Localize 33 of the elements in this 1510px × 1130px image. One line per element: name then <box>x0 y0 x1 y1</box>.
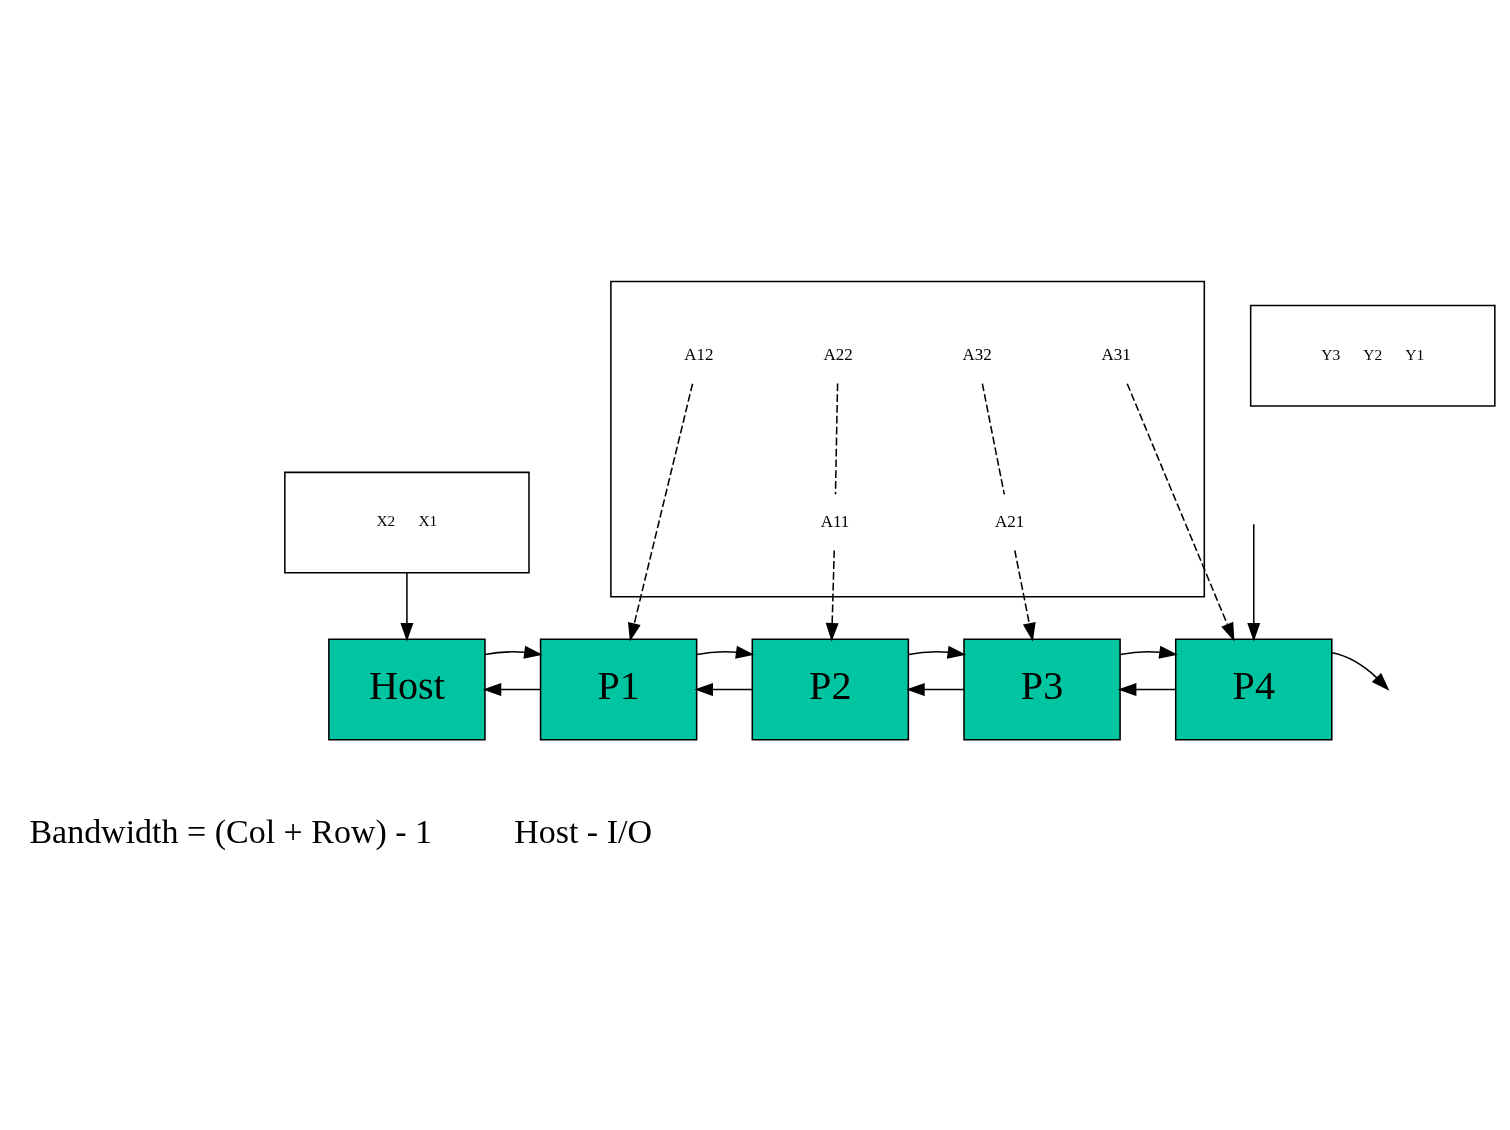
arrow <box>696 645 755 659</box>
node-box: P1 <box>539 638 698 740</box>
arrow <box>1014 549 1036 642</box>
node-box: X2 X1 <box>284 471 530 574</box>
arrow <box>907 645 967 659</box>
arrow <box>1119 645 1178 659</box>
node-box: P2 <box>751 638 910 740</box>
node-box: Host <box>328 638 486 740</box>
arrow <box>484 645 543 659</box>
node-text: A11 <box>820 511 850 531</box>
arrow <box>482 682 542 696</box>
connector <box>981 382 1006 495</box>
arrow <box>694 682 753 696</box>
node-text: A22 <box>823 344 853 364</box>
arrow <box>627 382 694 641</box>
node-text: A21 <box>994 511 1025 531</box>
node-text: A31 <box>1101 344 1131 364</box>
arrow <box>1117 682 1177 696</box>
arrow <box>1126 382 1235 641</box>
node-box: Y3 Y2 Y1 <box>1249 304 1496 407</box>
node-text: A32 <box>962 344 992 364</box>
arrow <box>825 549 839 642</box>
label: Host - I/O <box>514 812 652 850</box>
label: Bandwidth = (Col + Row) - 1 <box>29 812 433 850</box>
arrow <box>400 571 414 641</box>
connector <box>834 382 839 495</box>
arrow <box>1331 651 1390 691</box>
arrow <box>1247 523 1261 642</box>
arrow <box>906 682 965 696</box>
node-box: P3 <box>963 638 1121 740</box>
cluster <box>610 280 1206 598</box>
node-text: A12 <box>684 344 714 364</box>
node-box: P4 <box>1174 638 1333 740</box>
